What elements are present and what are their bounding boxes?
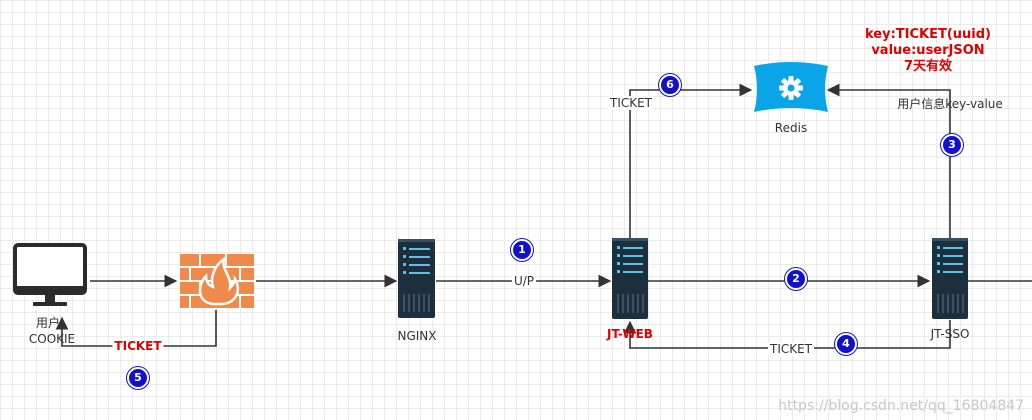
watermark: https://blog.csdn.net/qq_16804847 (778, 398, 1024, 414)
step-badge-2: 2 (785, 268, 807, 290)
step-badge-5: 5 (127, 367, 149, 389)
redis-label: Redis (774, 121, 808, 135)
ticket-sso-web-label: TICKET (767, 342, 815, 356)
cookie-label: COOKIE (28, 332, 76, 346)
nginx-server-icon (398, 239, 435, 318)
redis-annotation: key:TICKET(uuid) value:userJSON 7天有效 (865, 27, 991, 75)
ticket-web-redis-label: TICKET (607, 96, 655, 110)
ticket-to-user-label: TICKET (112, 339, 164, 353)
monitor-icon (13, 243, 87, 306)
jt-web-label: JT-WEB (607, 327, 653, 341)
firewall-icon (180, 254, 254, 308)
edge-jtsso-redis (826, 83, 951, 238)
jt-web-server-icon (612, 238, 648, 319)
step-badge-4: 4 (835, 333, 857, 355)
edge-jtweb-redis (629, 83, 753, 238)
up-label: U/P (511, 274, 537, 288)
step-badge-6: 6 (659, 74, 681, 96)
step-badge-1: 1 (511, 239, 533, 261)
jt-sso-label: JT-SSO (930, 327, 970, 341)
redis-icon (754, 62, 828, 112)
nginx-label: NGINX (397, 329, 437, 343)
redis-key-text: key:TICKET(uuid) (864, 27, 992, 42)
redis-value-text: value:userJSON (871, 43, 985, 58)
user-label: 用户 (35, 316, 61, 330)
step-badge-3: 3 (941, 134, 963, 156)
redis-ttl-text: 7天有效 (903, 59, 953, 74)
user-info-kv-label: 用户信息key-value (897, 97, 1003, 111)
jt-sso-server-icon (932, 238, 968, 319)
